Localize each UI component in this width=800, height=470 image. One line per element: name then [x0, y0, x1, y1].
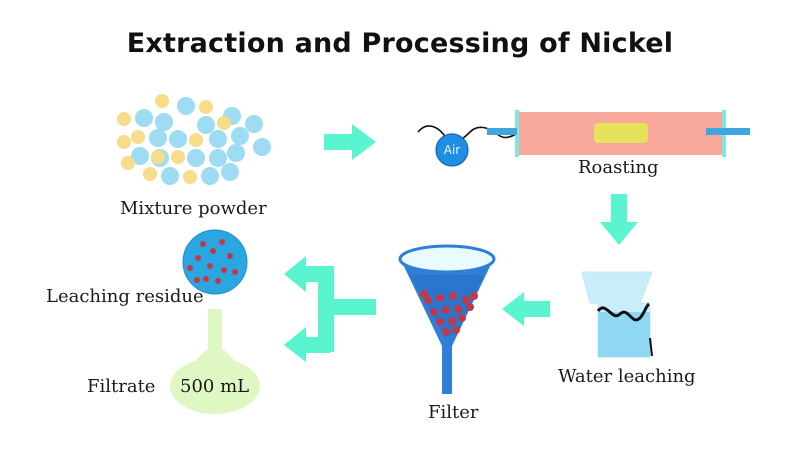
residue-particle — [207, 263, 213, 269]
down-arrow-icon — [600, 194, 638, 245]
blue-particle — [155, 113, 173, 131]
residue-particle — [215, 278, 221, 284]
air-bubble — [435, 133, 469, 167]
split-arrow-icon — [284, 256, 376, 362]
blue-particle — [201, 167, 219, 185]
left-arrow-icon — [502, 292, 550, 326]
residue-particle — [452, 326, 460, 334]
residue-particle — [436, 294, 444, 302]
blue-particle — [135, 109, 153, 127]
residue-particle — [448, 317, 456, 325]
roasting-furnace — [487, 110, 750, 157]
mixture-powder-label: Mixture powder — [120, 198, 267, 219]
split-arrow-top-head — [284, 256, 330, 292]
yellow-particle — [143, 167, 157, 181]
yellow-particle — [199, 100, 213, 114]
residue-particles — [187, 239, 238, 284]
split-arrow-bottom-head — [284, 327, 330, 362]
residue-particle — [221, 267, 227, 273]
page-title: Extraction and Processing of Nickel — [126, 28, 674, 59]
yellow-particle — [171, 150, 185, 164]
residue-particle — [203, 276, 209, 282]
residue-particle — [449, 292, 457, 300]
filtrate-label: Filtrate — [87, 376, 156, 397]
residue-particle — [194, 277, 200, 283]
flask-bulb — [170, 358, 260, 414]
flask-volume-label: 500 mL — [180, 376, 250, 397]
inlet-pipe — [487, 128, 517, 135]
stirring-rod — [596, 302, 651, 322]
residue-particle — [420, 290, 428, 298]
yellow-particle — [131, 130, 145, 144]
residue-particle — [200, 241, 206, 247]
flask-shoulder — [194, 350, 236, 362]
blue-particle — [149, 129, 167, 147]
mixture-powder-cluster — [117, 94, 271, 185]
residue-particle — [454, 305, 462, 313]
yellow-particle — [121, 156, 135, 170]
funnel-light — [410, 275, 484, 336]
residue-particle — [458, 314, 466, 322]
leaching-residue-label: Leaching residue — [46, 286, 204, 307]
blue-particle — [187, 149, 205, 167]
residue-particle — [424, 296, 432, 304]
leaching-beaker — [581, 271, 653, 358]
residue-particle — [470, 292, 478, 300]
funnel-top — [398, 244, 496, 274]
sample-boat — [594, 123, 648, 143]
residue-particle — [466, 303, 474, 311]
beaker-water — [598, 312, 650, 357]
yellow-particle — [189, 133, 203, 147]
blue-particle — [209, 130, 227, 148]
residue-particle — [195, 255, 201, 261]
blue-particle — [231, 127, 249, 145]
yellow-particle — [151, 150, 165, 164]
blue-particle — [209, 149, 227, 167]
funnel-stem — [442, 344, 452, 394]
flask-neck — [208, 309, 222, 353]
outlet-pipe — [706, 128, 750, 135]
residue-particle — [232, 269, 238, 275]
blue-particle — [169, 130, 187, 148]
yellow-particle — [117, 135, 131, 149]
residue-particle — [442, 328, 450, 336]
yellow-particle — [183, 170, 197, 184]
residue-particle — [436, 318, 444, 326]
leaching-residue-dish — [182, 229, 248, 295]
blue-particle — [227, 144, 245, 162]
residue-particle — [219, 239, 225, 245]
air-label: Air — [444, 143, 461, 157]
residue-particle — [227, 253, 233, 259]
right-arrow-icon — [324, 124, 376, 160]
volumetric-flask — [170, 309, 260, 414]
residue-particle — [430, 308, 438, 316]
blue-particle — [161, 167, 179, 185]
residue-particle — [187, 265, 193, 271]
yellow-particle — [155, 94, 169, 108]
blue-particle — [131, 147, 149, 165]
residue-particle — [210, 248, 216, 254]
split-arrow-stem — [334, 299, 376, 315]
filter-label: Filter — [428, 402, 479, 423]
roasting-label: Roasting — [578, 157, 659, 178]
blue-particle — [245, 115, 263, 133]
split-arrow-upper — [318, 266, 334, 352]
blue-particle — [253, 138, 271, 156]
yellow-particle — [217, 116, 231, 130]
beaker-stand — [649, 337, 653, 357]
blue-particle — [221, 163, 239, 181]
residue-particle — [442, 306, 450, 314]
residue-dish-circle — [182, 229, 248, 295]
yellow-particle — [117, 112, 131, 126]
filter-funnel — [398, 244, 496, 394]
water-leaching-label: Water leaching — [558, 366, 696, 387]
blue-particle — [177, 97, 195, 115]
blue-particle — [197, 116, 215, 134]
residue-particle — [462, 296, 470, 304]
residue-particles — [420, 290, 478, 336]
